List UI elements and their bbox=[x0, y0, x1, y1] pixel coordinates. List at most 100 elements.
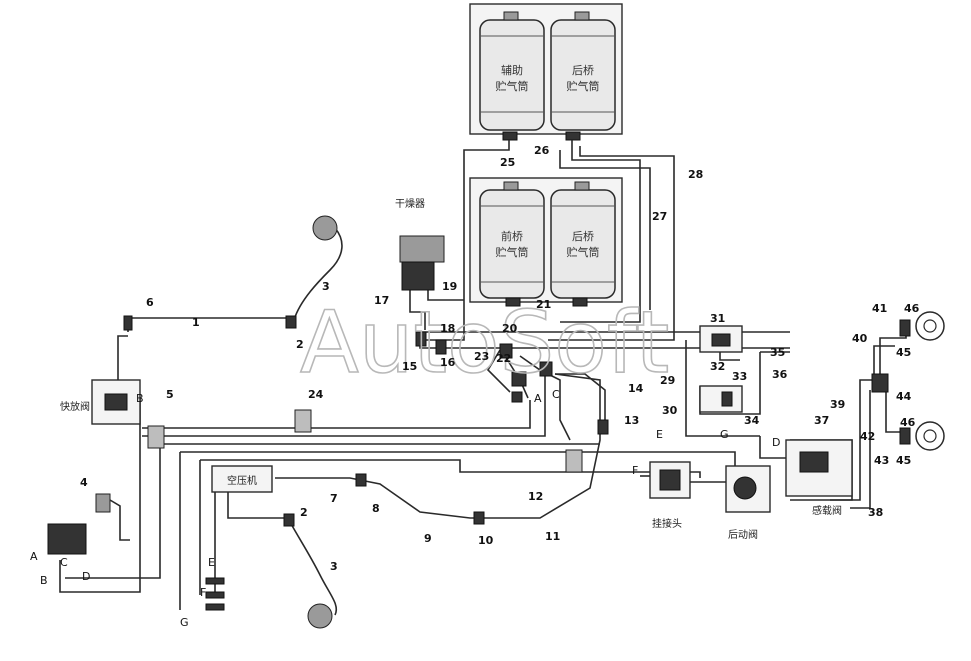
callout-38: 38 bbox=[868, 506, 883, 519]
fitting-F bbox=[205, 591, 225, 599]
fitting-13 bbox=[597, 419, 609, 435]
fitting-2a bbox=[285, 315, 297, 329]
dryer-label: 干燥器 bbox=[395, 198, 425, 210]
callout-7: 7 bbox=[330, 492, 338, 505]
connector-B1: B bbox=[40, 574, 48, 587]
callout-20: 20 bbox=[502, 322, 518, 335]
callout-15: 15 bbox=[402, 360, 417, 373]
quick-release-valve-label: 快放阀 bbox=[60, 400, 90, 413]
callout-46a: 46 bbox=[904, 302, 920, 315]
callout-22: 22 bbox=[496, 352, 511, 365]
connector-A2: A bbox=[534, 392, 542, 405]
tank-front-label-1: 前桥 bbox=[501, 229, 523, 243]
callout-12: 12 bbox=[528, 490, 543, 503]
dryer-base bbox=[401, 261, 435, 291]
rear-chamber-valve-bottom bbox=[899, 427, 911, 445]
watermark: AutoSoft bbox=[300, 293, 669, 393]
fitting-2b bbox=[283, 513, 295, 527]
filter-12 bbox=[565, 449, 583, 473]
fitting-A bbox=[511, 391, 523, 403]
callout-14: 14 bbox=[628, 382, 644, 395]
callout-5: 5 bbox=[166, 388, 174, 401]
trailer-head-icon bbox=[659, 469, 681, 491]
tank-rear-top-drain bbox=[565, 131, 581, 141]
callout-41: 41 bbox=[872, 302, 887, 315]
callout-19: 19 bbox=[442, 280, 457, 293]
connector-B2: B bbox=[136, 392, 144, 405]
callout-29: 29 bbox=[660, 374, 675, 387]
callout-9: 9 bbox=[424, 532, 432, 545]
valve-box-33 bbox=[699, 385, 743, 413]
callout-28: 28 bbox=[688, 168, 703, 181]
tank-rear-top-cap bbox=[574, 11, 590, 21]
tank-rear-bottom-label-2: 贮气筒 bbox=[567, 245, 600, 259]
callout-45b: 45 bbox=[896, 454, 911, 467]
tank-rear-bottom-drain bbox=[572, 297, 588, 307]
sensing-valve-icon bbox=[799, 451, 829, 473]
callout-30: 30 bbox=[662, 404, 678, 417]
callout-34: 34 bbox=[744, 414, 760, 427]
fitting-C bbox=[539, 361, 553, 377]
callout-45a: 45 bbox=[896, 346, 911, 359]
sensing-valve-box bbox=[785, 439, 853, 497]
callout-25: 25 bbox=[500, 156, 515, 169]
callout-18: 18 bbox=[440, 322, 455, 335]
callout-24: 24 bbox=[308, 388, 324, 401]
relay-valve-icon bbox=[733, 476, 757, 500]
tank-rear-bottom-label-1: 后桥 bbox=[572, 230, 594, 243]
callout-26: 26 bbox=[534, 144, 550, 157]
callout-40: 40 bbox=[852, 332, 868, 345]
quick-release-valve-icon bbox=[104, 393, 128, 411]
sensing-valve-label: 感载阀 bbox=[812, 504, 842, 517]
fitting-10 bbox=[473, 511, 485, 525]
callout-3a: 3 bbox=[322, 280, 330, 293]
callout-21: 21 bbox=[536, 298, 551, 311]
brake-chamber-front-bottom bbox=[307, 603, 333, 629]
connector-C2: C bbox=[552, 388, 560, 401]
tank-front-label-2: 贮气筒 bbox=[496, 245, 529, 259]
connector-D1: D bbox=[82, 570, 90, 583]
relay-valve-label: 后动阀 bbox=[728, 528, 758, 541]
tank-group-top: 辅助 贮气筒 后桥 贮气筒 bbox=[469, 3, 623, 141]
callout-4: 4 bbox=[80, 476, 88, 489]
components: 快放阀 空压机 干燥器 挂接头 后动阀 感载阀 bbox=[47, 198, 945, 629]
compressor-label: 空压机 bbox=[227, 474, 257, 487]
callout-2a: 2 bbox=[296, 338, 304, 351]
connector-C1: C bbox=[60, 556, 68, 569]
valve-31-icon bbox=[711, 333, 731, 347]
callout-13: 13 bbox=[624, 414, 639, 427]
tank-rear-bottom-cap bbox=[574, 181, 590, 191]
callout-23: 23 bbox=[474, 350, 489, 363]
callout-numbers: 1 2 2 3 3 4 5 6 7 8 9 10 11 12 13 14 15 … bbox=[80, 144, 920, 573]
callout-37: 37 bbox=[814, 414, 829, 427]
tank-front-cap bbox=[503, 181, 519, 191]
fitting-16 bbox=[435, 339, 447, 355]
fitting-44 bbox=[871, 373, 889, 393]
tank-aux-label-2: 贮气筒 bbox=[496, 79, 529, 93]
compressor-box bbox=[211, 465, 273, 493]
filter-5 bbox=[147, 425, 165, 449]
connector-G1: G bbox=[180, 616, 189, 629]
callout-10: 10 bbox=[478, 534, 494, 547]
connector-E2: E bbox=[656, 428, 663, 441]
fitting-G bbox=[205, 603, 225, 611]
fitting-E bbox=[205, 577, 225, 585]
brake-valve bbox=[47, 523, 87, 555]
callout-33: 33 bbox=[732, 370, 747, 383]
callout-31: 31 bbox=[710, 312, 725, 325]
callout-3b: 3 bbox=[330, 560, 338, 573]
tank-rear-top-label-1: 后桥 bbox=[572, 64, 594, 77]
callout-27: 27 bbox=[652, 210, 667, 223]
callout-11: 11 bbox=[545, 530, 560, 543]
connector-D2: D bbox=[772, 436, 780, 449]
callout-35: 35 bbox=[770, 346, 785, 359]
tank-aux-label-1: 辅助 bbox=[501, 63, 523, 77]
callout-39: 39 bbox=[830, 398, 845, 411]
fitting-18 bbox=[415, 331, 427, 347]
fitting-8 bbox=[355, 473, 367, 487]
callout-6: 6 bbox=[146, 296, 154, 309]
callout-2b: 2 bbox=[300, 506, 308, 519]
tank-rear-top-label-2: 贮气筒 bbox=[567, 79, 600, 93]
brake-chamber-front-top bbox=[312, 215, 338, 241]
